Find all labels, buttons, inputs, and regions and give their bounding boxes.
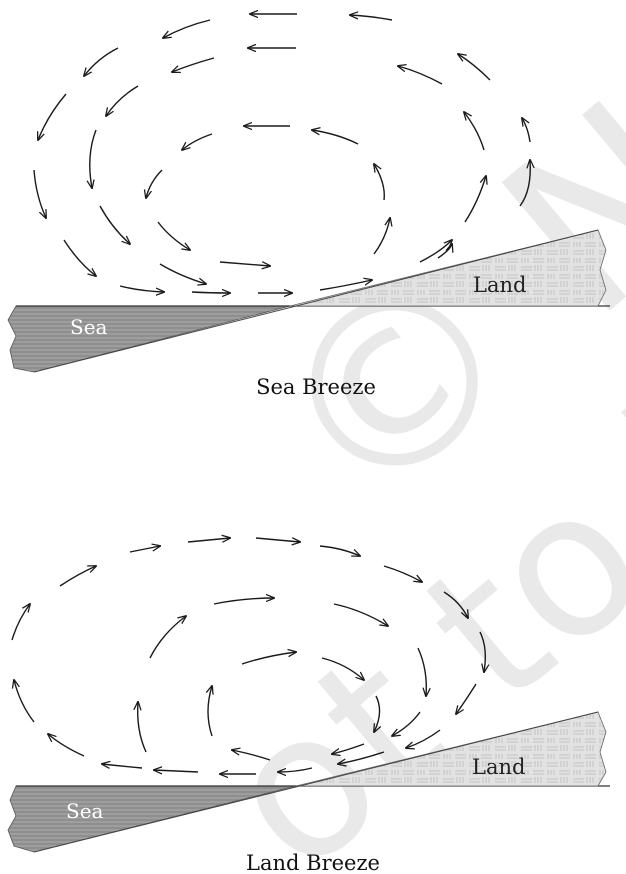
arrow (154, 770, 199, 772)
land-breeze-diagram: Land Sea Land Breeze (7, 538, 610, 874)
arrow (312, 130, 359, 145)
arrow (456, 683, 477, 714)
arrow (84, 47, 119, 76)
sea-wedge (7, 785, 297, 853)
arrow (406, 729, 441, 748)
sea-label: Sea (70, 315, 108, 339)
arrow (149, 616, 186, 659)
arrow (119, 285, 164, 292)
arrow (241, 652, 296, 665)
land-label: Land (472, 755, 525, 779)
sea-breeze-diagram: Land Sea Sea Breeze (7, 14, 610, 399)
arrow (33, 169, 46, 218)
arrow (213, 598, 274, 605)
arrow (374, 695, 380, 732)
arrow (90, 129, 97, 188)
arrow (519, 160, 530, 207)
arrow (443, 591, 468, 618)
arrow (11, 604, 30, 641)
sea-label: Sea (66, 799, 104, 823)
arrow (63, 239, 96, 276)
sea-breeze-middle-loop (90, 48, 452, 284)
arrow (157, 221, 190, 250)
arrow (398, 66, 443, 85)
arrow (522, 118, 531, 143)
arrow (182, 133, 213, 150)
arrow (333, 603, 388, 626)
land-label: Land (473, 273, 526, 297)
arrow (278, 767, 313, 772)
arrow (172, 57, 215, 72)
sea-breeze-inner-loop (146, 126, 385, 266)
arrow (464, 112, 485, 151)
arrow (458, 54, 491, 81)
arrow (232, 750, 271, 761)
sea-breeze-outer-loop (33, 14, 531, 293)
arrow (159, 263, 206, 284)
arrow (373, 218, 390, 255)
arrow (374, 164, 385, 201)
arrow (99, 205, 130, 244)
land-slope-line (33, 229, 599, 373)
arrow (106, 85, 139, 116)
land-breeze-inner-loop (208, 652, 380, 761)
arrow (146, 169, 163, 198)
arrow (59, 566, 96, 587)
arrow (14, 680, 35, 723)
land-breeze-middle-loop (138, 598, 427, 754)
arrow (417, 647, 426, 696)
arrow (350, 15, 393, 21)
arrow (187, 538, 230, 542)
sea-wedge (7, 305, 291, 373)
arrow (479, 631, 485, 672)
arrow (464, 176, 486, 223)
arrow (48, 734, 85, 757)
arrow (38, 93, 67, 140)
arrow (338, 751, 385, 764)
arrow (255, 538, 300, 542)
arrow (332, 743, 365, 754)
arrow (319, 280, 372, 291)
land-breeze-outer-loop (11, 538, 485, 774)
arrow (191, 292, 230, 293)
arrow (208, 686, 212, 737)
arrow (102, 764, 143, 768)
diagram-caption: Sea Breeze (256, 375, 376, 399)
arrow (129, 546, 160, 553)
arrow (321, 657, 364, 680)
arrow (219, 262, 270, 266)
arrow (319, 545, 360, 556)
diagram-caption: Land Breeze (246, 851, 380, 874)
arrow (138, 702, 147, 753)
arrow (437, 244, 452, 259)
arrow (163, 19, 211, 38)
arrow (392, 711, 421, 736)
land-slope-line (33, 711, 599, 853)
arrow (383, 565, 422, 582)
